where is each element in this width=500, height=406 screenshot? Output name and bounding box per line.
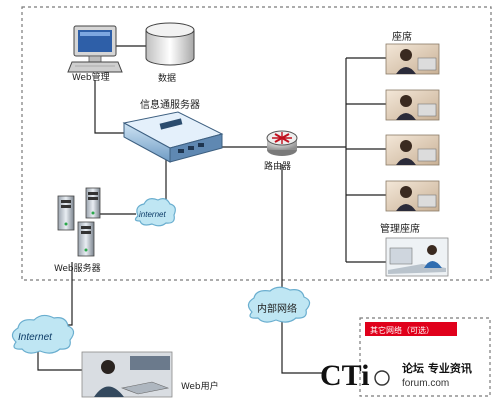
info-server-icon bbox=[122, 111, 224, 163]
line-internet-big-webuser bbox=[37, 345, 82, 371]
seat-photo-1 bbox=[385, 43, 440, 75]
web-admin-computer-icon bbox=[67, 25, 123, 73]
internet-cloud-big bbox=[11, 314, 75, 354]
seat-photo-2 bbox=[385, 89, 440, 121]
database-icon bbox=[145, 22, 195, 66]
router-icon bbox=[266, 130, 298, 156]
info-server-label: 信息通服务器 bbox=[140, 98, 200, 111]
other-network-label: 其它网络（可选） bbox=[370, 325, 434, 335]
connection-lines bbox=[37, 45, 386, 374]
admin-seat-photo bbox=[385, 237, 449, 277]
seat-photo-3 bbox=[385, 134, 440, 166]
watermark-forum-text: 论坛 专业资讯 bbox=[402, 361, 472, 375]
line-internal-network-cti bbox=[281, 322, 322, 374]
seat-label: 座席 bbox=[392, 30, 412, 43]
line-monitor-info-server bbox=[94, 80, 125, 134]
web-user-label: Web用户 bbox=[181, 380, 219, 392]
main-network-boundary bbox=[21, 6, 492, 281]
web-admin-label: Web管理 bbox=[72, 71, 110, 83]
internet-small-label: internet bbox=[139, 210, 166, 219]
watermark-site: forum.com bbox=[402, 378, 449, 389]
web-server-towers-icon bbox=[57, 187, 101, 257]
internet-cloud-small bbox=[134, 198, 176, 227]
cti-forum-watermark: CTi 论坛 专业资讯 forum.com bbox=[320, 359, 472, 392]
database-label: 数据 bbox=[158, 72, 176, 84]
router-label: 路由器 bbox=[264, 160, 291, 172]
other-network-boundary bbox=[359, 317, 491, 397]
other-network-banner bbox=[365, 322, 457, 336]
seat-photo-4 bbox=[385, 180, 440, 212]
internal-network-cloud bbox=[247, 286, 311, 323]
internal-network-label: 内部网络 bbox=[257, 302, 297, 315]
admin-seat-label: 管理座席 bbox=[380, 222, 420, 235]
web-user-photo bbox=[81, 351, 173, 398]
internet-big-label: Internet bbox=[18, 332, 53, 343]
watermark-globe-icon bbox=[374, 370, 390, 386]
web-server-label: Web服务器 bbox=[54, 262, 101, 274]
watermark-brand: CTi bbox=[320, 359, 369, 392]
